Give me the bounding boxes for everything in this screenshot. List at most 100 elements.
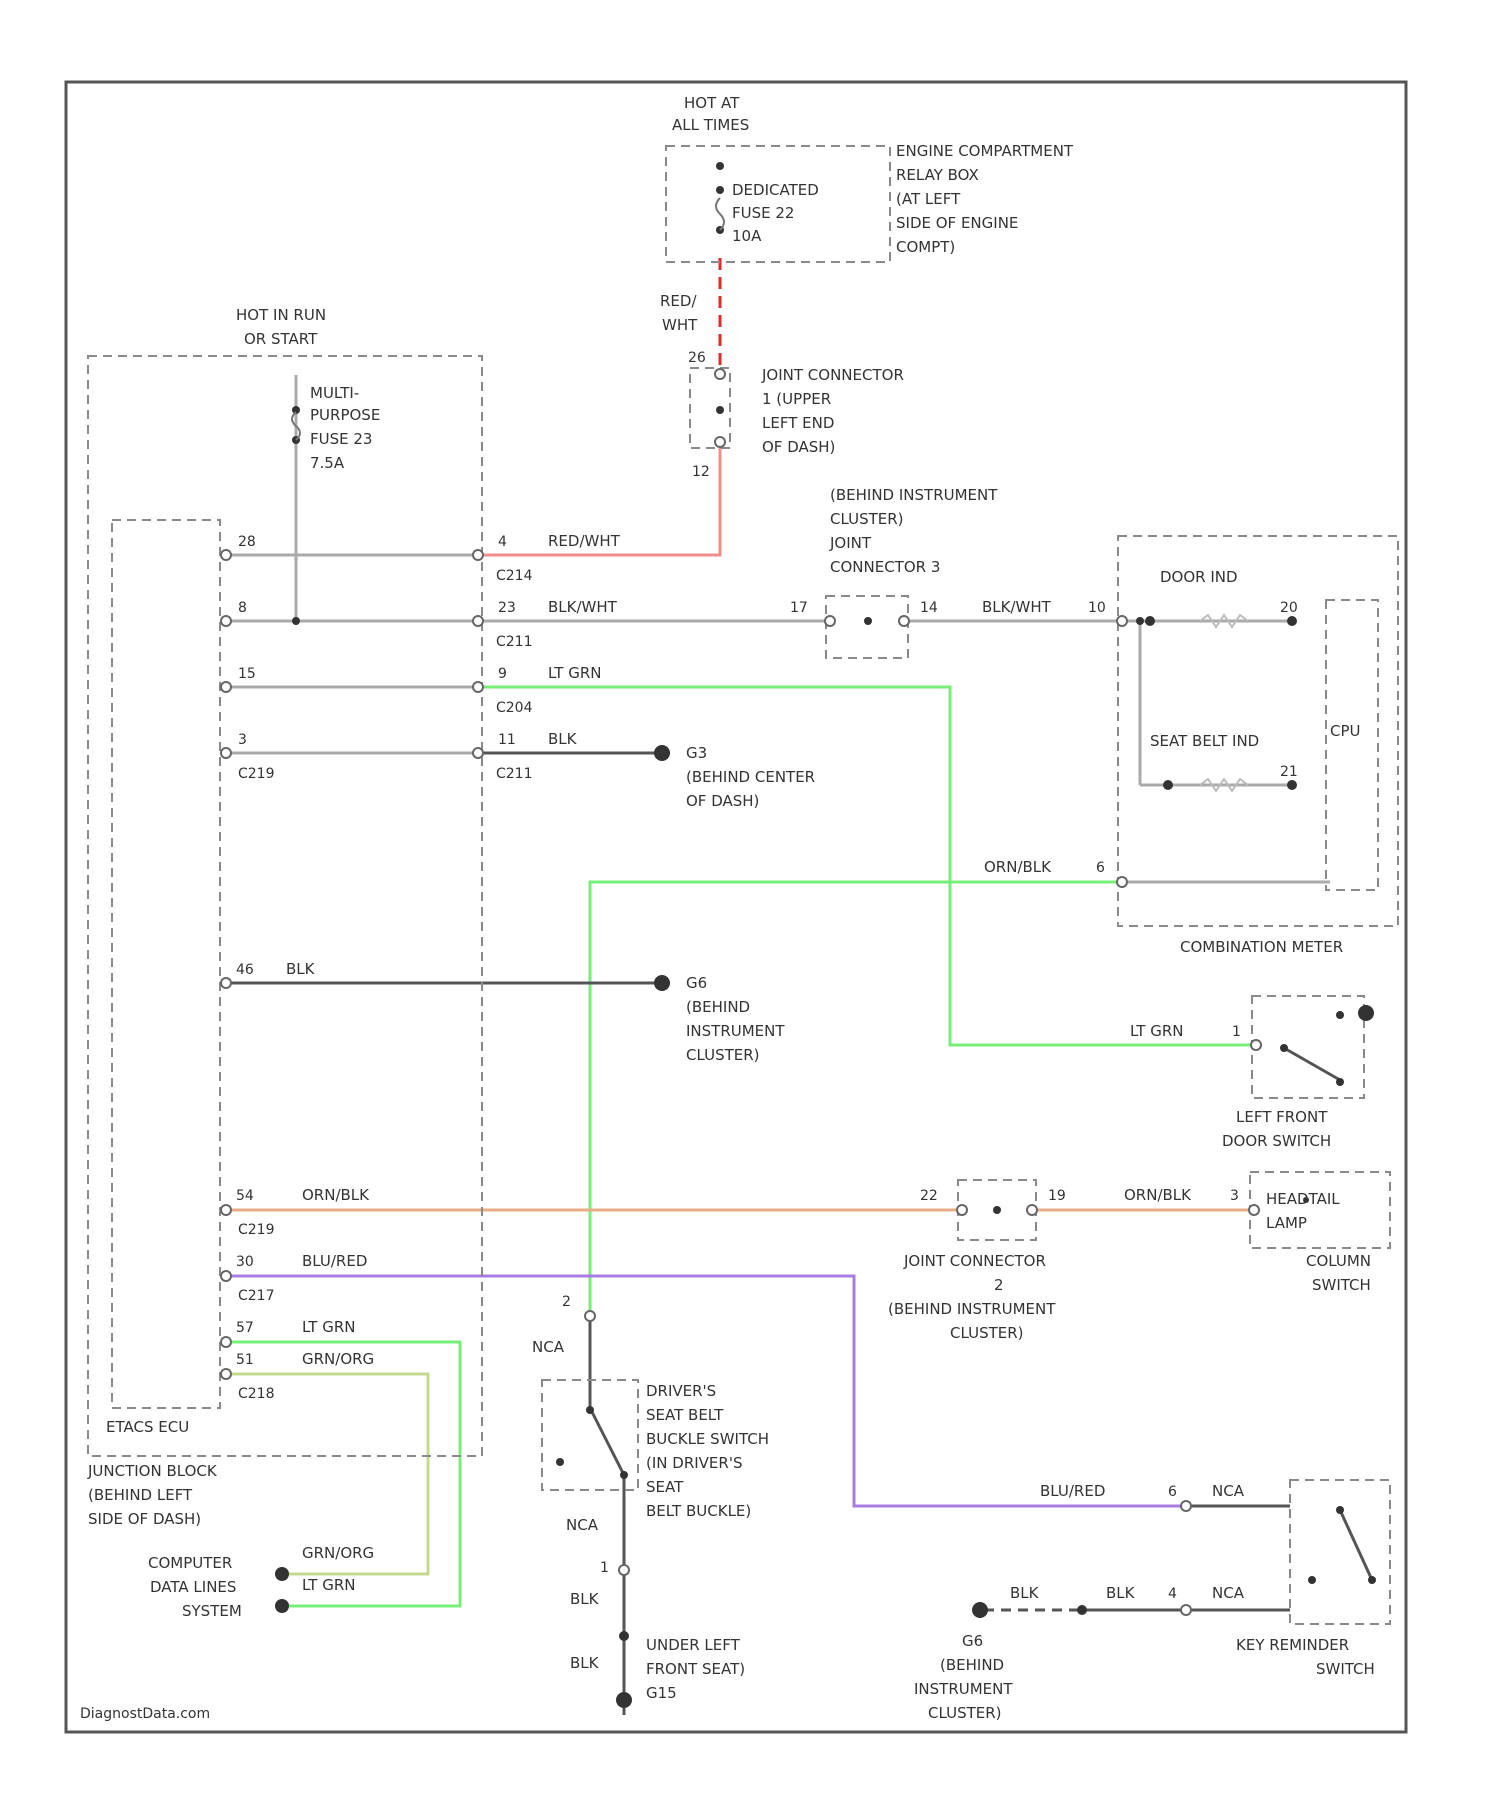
label-head-lamp-2: LAMP [1266,1214,1307,1232]
label-etacs-ecu: ETACS ECU [106,1418,189,1436]
label-w-blk-2: BLK [286,960,316,978]
label-g6a-3: INSTRUMENT [686,1022,785,1040]
label-etacs-pin-15: 15 [238,666,256,682]
label-w-blk-wht-1: BLK/WHT [548,598,618,616]
wires [226,258,1330,1715]
buckle-switch-blade [590,1408,624,1475]
kr-pin-4 [1181,1605,1191,1615]
label-w-blk-5: BLK [1010,1584,1040,1602]
label-mp-fuse-1: MULTI- [310,384,359,402]
label-mp-fuse-4: 7.5A [310,454,345,472]
label-cm-pin-10: 10 [1088,600,1106,616]
label-engine-box-4: SIDE OF ENGINE [896,214,1018,232]
label-etacs-c217: C217 [238,1288,275,1304]
key-switch-blade [1340,1510,1372,1580]
label-mp-fuse-2: PURPOSE [310,406,380,424]
label-buckle-4: (IN DRIVER'S [646,1454,742,1472]
wire-lt-grn-cdl [226,1342,460,1606]
key-switch-contact-c [1308,1576,1316,1584]
label-joint1-4: OF DASH) [762,438,835,456]
text-labels: HOT AT ALL TIMES DEDICATED FUSE 22 10A E… [80,94,1375,1722]
label-jb-pin-9: 9 [498,666,507,682]
etacs-pin-3 [221,748,231,758]
label-nca-2: NCA [566,1516,599,1534]
fuse22-symbol [716,198,724,230]
label-engine-box-1: ENGINE COMPARTMENT [896,142,1074,160]
label-jb-c214-a: C214 [496,568,533,584]
label-jc3-4: CONNECTOR 3 [830,558,940,576]
jc3-dot [864,617,872,625]
label-cm-pin-6: 6 [1096,860,1105,876]
key-reminder-box [1290,1480,1390,1624]
label-jc2-pin-22: 22 [920,1188,938,1204]
joint-connector-3-box [826,596,908,658]
watermark: DiagnostData.com [80,1706,210,1722]
label-buckle-5: SEAT [646,1478,684,1496]
label-head-lamp-1: HEADTAIL [1266,1190,1340,1208]
label-hot-at-1: HOT AT [684,94,740,112]
label-g6b-1: G6 [962,1632,983,1650]
g6a-ground [654,975,670,991]
door-switch-blade [1284,1048,1340,1080]
key-switch-contact-a [1336,1506,1344,1514]
g6b-ground [972,1602,988,1618]
etacs-pin-15 [221,682,231,692]
label-w-blk-1: BLK [548,730,578,748]
label-joint1-3: LEFT END [762,414,834,432]
label-etacs-pin-3: 3 [238,732,247,748]
cm-pin-6 [1117,877,1127,887]
symbols [292,198,1376,1584]
joint-connector-1-box [690,368,730,448]
fuse22-mid-dot [716,186,724,194]
label-cpu-pin-b: 21 [1280,764,1298,780]
label-hot-at-2: ALL TIMES [672,116,749,134]
buckle-switch-contact-c [556,1458,564,1466]
label-seat-belt-ind: SEAT BELT IND [1150,732,1259,750]
label-buckle-2: SEAT BELT [646,1406,724,1424]
door-switch-contact-b [1336,1078,1344,1086]
label-g3-1: G3 [686,744,707,762]
label-jb-c211-b: C211 [496,766,533,782]
label-cdl-3: SYSTEM [182,1602,242,1620]
label-g6b-3: INSTRUMENT [914,1680,1013,1698]
cm-seat-right-dot [1287,780,1297,790]
jb-pin-11 [473,748,483,758]
label-door-sw-2: DOOR SWITCH [1222,1132,1331,1150]
label-engine-box-5: COMPT) [896,238,955,256]
label-etacs-pin-51: 51 [236,1352,254,1368]
door-sw-ground [1358,1005,1374,1021]
label-red-wht-2: WHT [662,316,698,334]
label-jc3-3: JOINT [829,534,872,552]
splice-dot-8 [292,617,300,625]
buckle-switch-contact-b [620,1471,628,1479]
buckle-splice [619,1631,629,1641]
etacs-pin-57 [221,1337,231,1347]
label-buckle-3: BUCKLE SWITCH [646,1430,769,1448]
label-jc2-pin-19: 19 [1048,1188,1066,1204]
label-jb-2: (BEHIND LEFT [88,1486,193,1504]
label-etacs-c219-b: C219 [238,1222,275,1238]
label-buckle-6: BELT BUCKLE) [646,1502,751,1520]
jc1-dot [716,406,724,414]
cm-door-left-dot [1145,616,1155,626]
label-column-switch-1: COLUMN [1306,1252,1371,1270]
label-hot-run-2: OR START [244,330,318,348]
label-door-sw-1: LEFT FRONT [1236,1108,1328,1126]
label-cdl-1: COMPUTER [148,1554,232,1572]
kr-splice [1077,1605,1087,1615]
label-etacs-pin-46: 46 [236,962,254,978]
kr-pin-6 [1181,1501,1191,1511]
key-switch-contact-b [1368,1576,1376,1584]
label-jc2-4: CLUSTER) [950,1324,1024,1342]
label-jb-c204: C204 [496,700,533,716]
cm-seat-left-dot [1163,780,1173,790]
label-jc3-1: (BEHIND INSTRUMENT [830,486,998,504]
label-bk-pin-1: 1 [600,1560,609,1576]
label-w-grn-org-1: GRN/ORG [302,1350,374,1368]
buckle-pin-2 [585,1311,595,1321]
label-nca-3: NCA [1212,1482,1245,1500]
label-hot-run-1: HOT IN RUN [236,306,326,324]
wire-lt-grn-door [482,687,1252,1045]
label-w-orn-blk-3: ORN/BLK [1124,1186,1192,1204]
